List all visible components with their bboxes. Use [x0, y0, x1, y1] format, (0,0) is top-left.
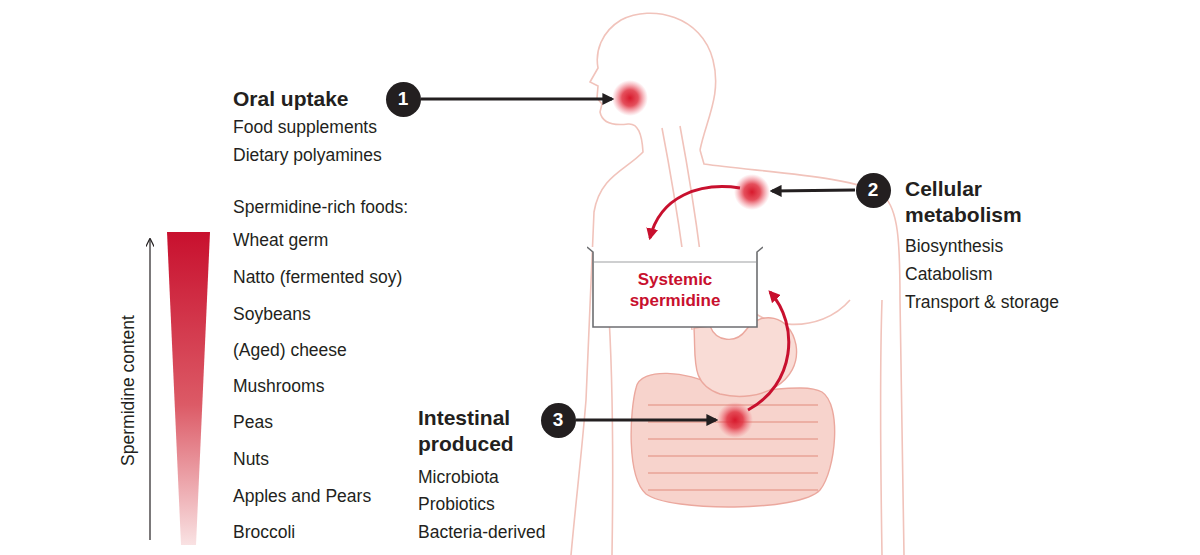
callout-arrow: [421, 98, 612, 101]
axis-arrow: [149, 240, 150, 540]
intestine-coil: [648, 455, 818, 456]
item-text: Soybeans: [233, 304, 311, 325]
item-text: Dietary polyamines: [233, 145, 382, 166]
box-title: Systemic spermidine: [620, 269, 730, 312]
item-text: Natto (fermented soy): [233, 267, 402, 288]
callout-arrow: [576, 419, 716, 422]
callout-heading: Oral uptake: [233, 86, 349, 111]
intestine-coil: [648, 438, 818, 439]
item-text: Wheat germ: [233, 230, 328, 251]
item-text: Bacteria-derived: [418, 522, 545, 543]
callout-number: 3: [553, 409, 564, 431]
item-text: Food supplements: [233, 117, 377, 138]
item-text: Probiotics: [418, 494, 495, 515]
item-text: Catabolism: [905, 264, 993, 285]
callout-heading: Cellular metabolism: [905, 176, 1040, 229]
beaker-wall: [587, 247, 763, 327]
item-text: Mushrooms: [233, 376, 324, 397]
item-text: (Aged) cheese: [233, 340, 347, 361]
callout-circle: 1: [386, 82, 421, 117]
callout-number: 1: [398, 88, 409, 110]
item-text: Apples and Pears: [233, 486, 371, 507]
liquid-level: [594, 261, 756, 262]
item-text: Peas: [233, 412, 273, 433]
glow-spot: [734, 174, 770, 210]
callout-number: 2: [868, 179, 879, 201]
body-outline: [571, 13, 904, 555]
callout-heading: Intestinal produced: [418, 405, 533, 458]
axis-label: Spermidine content: [117, 315, 138, 466]
intestine-coil: [648, 489, 818, 490]
item-text: Microbiota: [418, 467, 499, 488]
item-text: Transport & storage: [905, 292, 1059, 313]
item-text: Broccoli: [233, 522, 295, 543]
flow-arrow: [650, 187, 740, 238]
callout-circle: 2: [856, 173, 891, 208]
item-text: Spermidine-rich foods:: [233, 197, 408, 218]
beaker-box: Systemic spermidine: [593, 247, 757, 327]
intestine-coil: [648, 472, 818, 473]
content-wedge: [167, 232, 210, 545]
arm-line: [881, 300, 883, 555]
callout-arrow: [772, 190, 855, 191]
arm-line: [608, 300, 613, 555]
glow-spot: [612, 80, 648, 116]
callout-circle: 3: [541, 403, 576, 438]
stomach: [694, 318, 797, 397]
item-text: Biosynthesis: [905, 236, 1003, 257]
item-text: Nuts: [233, 449, 269, 470]
glow-spot: [717, 402, 753, 438]
